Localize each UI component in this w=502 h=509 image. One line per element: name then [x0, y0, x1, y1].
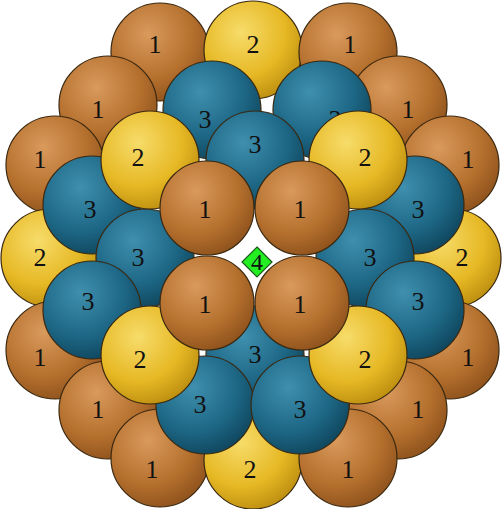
- atom-number: 3: [199, 107, 212, 133]
- atom-number: 2: [456, 245, 469, 271]
- atom-number: 2: [359, 347, 372, 373]
- atom-number: 2: [134, 347, 147, 373]
- atom-number: 1: [92, 397, 105, 423]
- atom-number: 1: [342, 457, 355, 483]
- atom-number: 3: [132, 245, 145, 271]
- atom-number: 3: [364, 245, 377, 271]
- atom-number: 3: [84, 197, 97, 223]
- atom-number: 1: [402, 97, 415, 123]
- sphere-outline: [204, 411, 302, 509]
- atom-number: 3: [249, 132, 262, 158]
- atom-number: 1: [462, 345, 475, 371]
- sphere-outline: [160, 161, 254, 255]
- sphere-outline: [156, 356, 254, 454]
- sphere-outline: [255, 256, 349, 350]
- atom-number: 2: [244, 457, 257, 483]
- sphere-outline: [251, 356, 349, 454]
- atom-number: 3: [194, 392, 207, 418]
- brown-sphere: 1: [159, 255, 255, 351]
- atom-number: 1: [344, 32, 357, 58]
- atom-number: 2: [359, 145, 372, 171]
- atom-number: 1: [294, 197, 307, 223]
- sphere-outline: [160, 256, 254, 350]
- atom-number: 1: [149, 32, 162, 58]
- sphere-outline: [101, 306, 199, 404]
- atom-number: 1: [199, 292, 212, 318]
- atom-number: 3: [294, 397, 307, 423]
- atom-number: 1: [34, 345, 47, 371]
- brown-sphere: 1: [254, 160, 350, 256]
- atom-number: 1: [92, 97, 105, 123]
- atom-number: 1: [146, 457, 159, 483]
- atom-number: 3: [412, 197, 425, 223]
- atom-number: 2: [132, 145, 145, 171]
- atom-number: 1: [199, 197, 212, 223]
- sphere-outline: [299, 409, 397, 507]
- atom-number: 3: [412, 289, 425, 315]
- atom-number: 3: [249, 342, 262, 368]
- atom-number: 4: [251, 250, 263, 274]
- green-diamond: 4: [241, 246, 273, 278]
- brown-sphere: 1: [254, 255, 350, 351]
- atom-number: 1: [412, 397, 425, 423]
- atom-number: 2: [247, 32, 260, 58]
- atom-number: 1: [462, 147, 475, 173]
- atom-number: 2: [34, 245, 47, 271]
- atom-number: 1: [294, 292, 307, 318]
- atom-number: 3: [82, 289, 95, 315]
- sphere-outline: [255, 161, 349, 255]
- brown-sphere: 1: [159, 160, 255, 256]
- sphere-outline: [309, 306, 407, 404]
- sphere-outline: [111, 409, 209, 507]
- atom-number: 1: [34, 147, 47, 173]
